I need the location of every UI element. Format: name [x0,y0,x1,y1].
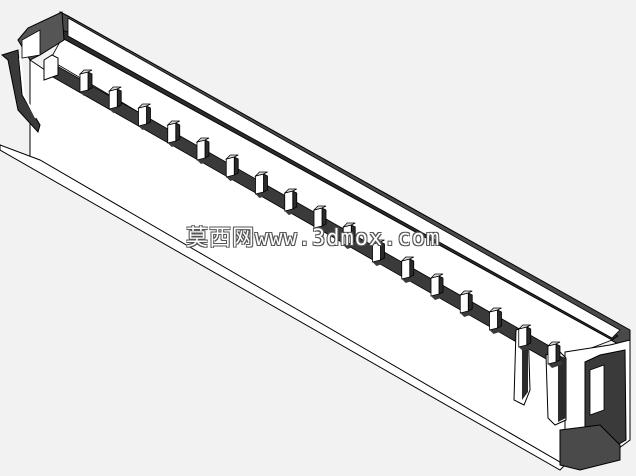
pin [400,256,418,283]
right-end-foot [559,424,621,471]
left-post [43,54,59,81]
back-wall-face [67,17,621,339]
pin [546,341,564,368]
pin [458,290,477,317]
housing-bottom-face [0,144,566,471]
pin [312,205,330,232]
pin [371,239,389,266]
left-latch [0,49,41,134]
pin [166,120,184,147]
pin [283,188,301,215]
pin [107,86,126,113]
pin [224,154,243,181]
right-end-window [589,364,605,416]
pin [137,103,155,130]
pin [254,171,272,198]
watermark-text: 莫西网www.3dmox.com [186,226,441,251]
pin [517,324,535,351]
pin [341,222,360,249]
pin [195,137,213,164]
pin [78,69,96,96]
pin [488,307,506,334]
right-post-dark [558,355,566,422]
left-latch-highlight [19,57,37,119]
left-end-face [21,29,41,59]
pin [429,273,447,300]
pin-row [78,69,564,368]
